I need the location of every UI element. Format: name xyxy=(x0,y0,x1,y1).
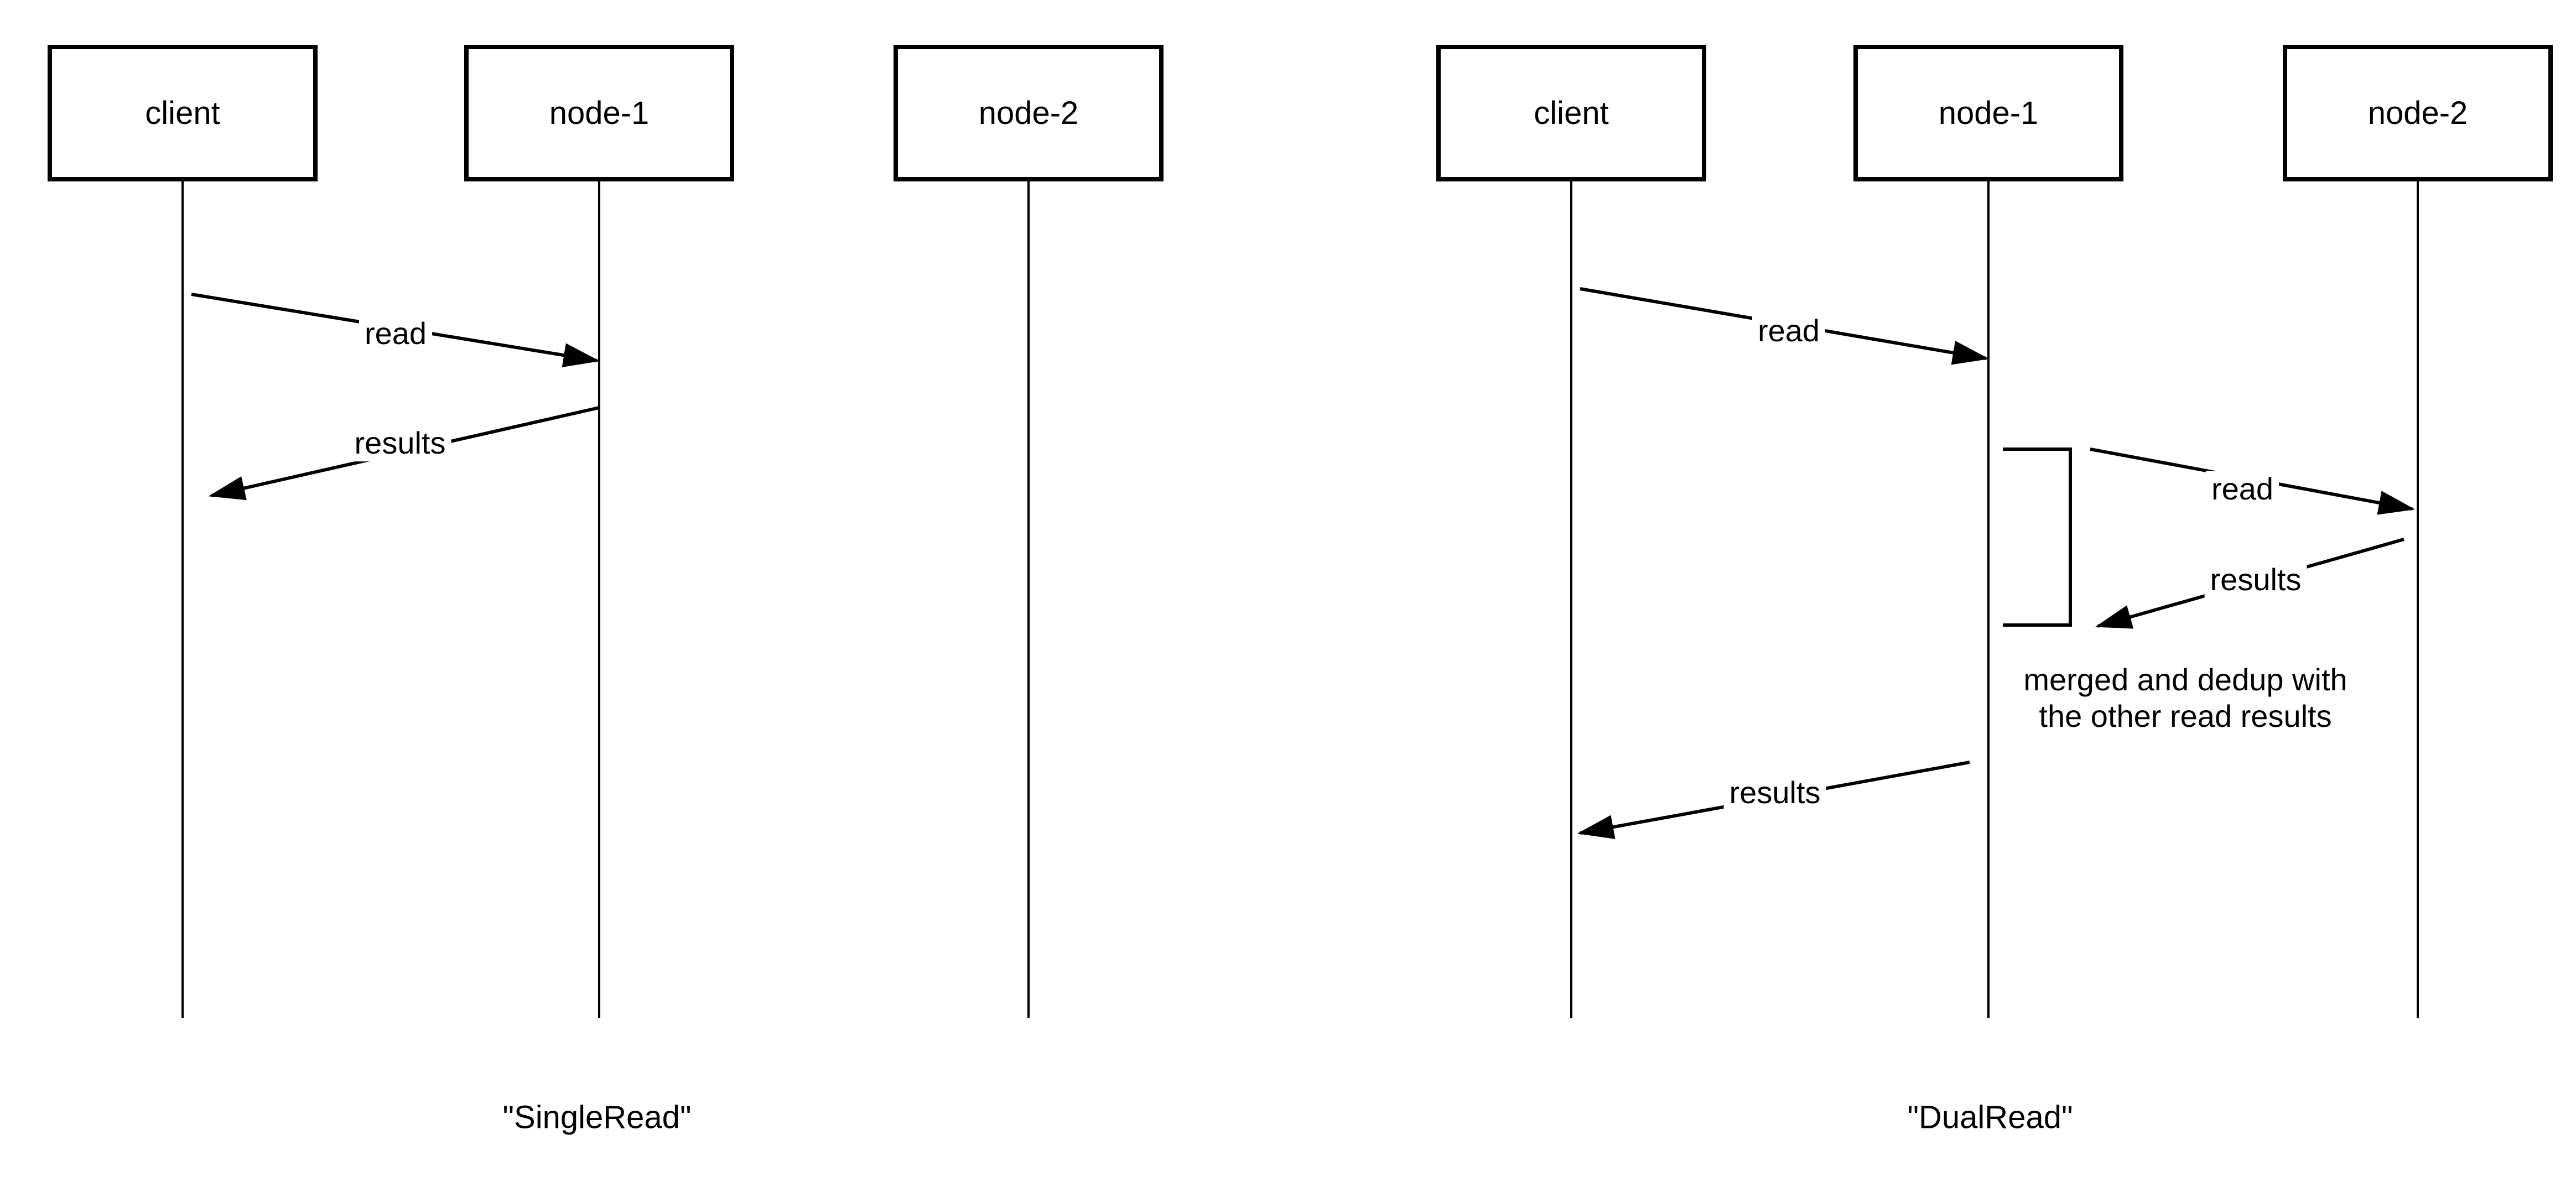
participant-box-dual-client: client xyxy=(1436,45,1706,181)
participant-label: node-2 xyxy=(978,95,1079,131)
message-label-single-results: results xyxy=(349,425,451,461)
participant-box-single-client: client xyxy=(48,45,318,181)
merge-note: merged and dedup with the other read res… xyxy=(2023,662,2347,735)
message-label-single-read: read xyxy=(359,315,433,352)
participant-label: node-2 xyxy=(2367,95,2468,131)
participant-box-single-node-1: node-1 xyxy=(464,45,734,181)
merge-note-line-1: merged and dedup with xyxy=(2023,662,2348,697)
message-label-dual-read-2: read xyxy=(2205,471,2279,507)
participant-box-single-node-2: node-2 xyxy=(894,45,1164,181)
participant-box-dual-node-2: node-2 xyxy=(2283,45,2553,181)
message-label-dual-results-2: results xyxy=(1723,774,1826,811)
message-label-dual-read-1: read xyxy=(1752,313,1826,349)
participant-label: node-1 xyxy=(1938,95,2039,131)
diagram-title-single-read: "SingleRead" xyxy=(502,1099,692,1136)
diagram-title-dual-read: "DualRead" xyxy=(1907,1099,2073,1136)
participant-label: client xyxy=(145,95,220,131)
participant-label: node-1 xyxy=(549,95,650,131)
message-label-dual-results-1: results xyxy=(2204,561,2307,598)
activation-bracket-node-1 xyxy=(2003,447,2072,627)
participant-label: client xyxy=(1534,95,1609,131)
merge-note-line-2: the other read results xyxy=(2039,699,2332,733)
participant-box-dual-node-1: node-1 xyxy=(1853,45,2123,181)
